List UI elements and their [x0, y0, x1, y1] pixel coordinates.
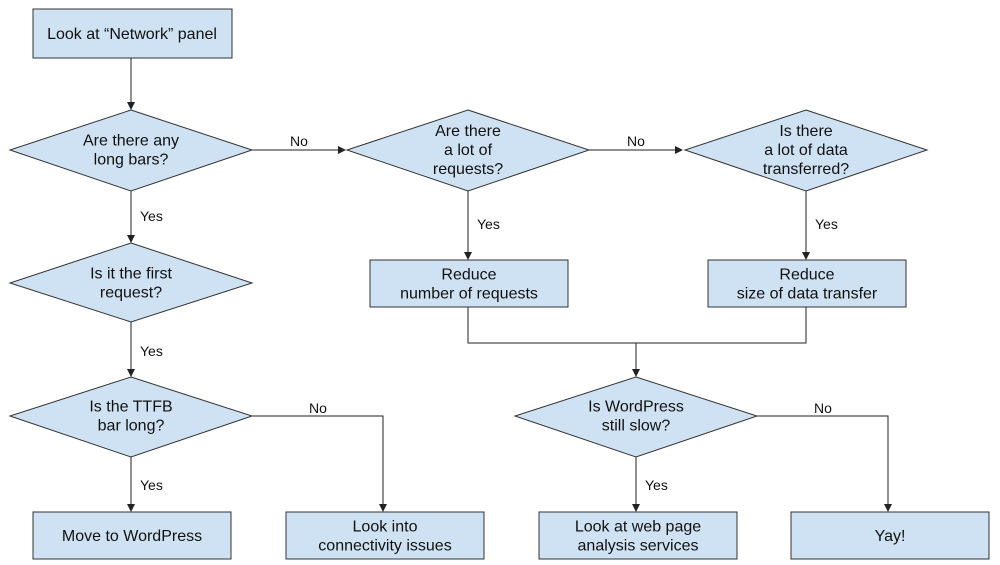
- node-label-line: Yay!: [875, 528, 906, 545]
- node-long-bars: Are there any long bars?: [8, 109, 254, 192]
- node-first-request: Is it the first request?: [8, 242, 254, 323]
- label-longbars-yes: Yes: [140, 208, 163, 224]
- node-label-line: Is WordPress: [588, 399, 684, 416]
- node-label-line: Is there: [779, 123, 832, 140]
- edges-group: [127, 58, 892, 512]
- nodes-group: Look at “Network” panel Reduce number of …: [8, 8, 990, 560]
- node-connectivity: Look into connectivity issues: [285, 511, 485, 560]
- label-data-yes: Yes: [815, 216, 838, 232]
- node-label-line: Is the TTFB: [89, 399, 172, 416]
- node-network-panel: Look at “Network” panel: [32, 8, 233, 59]
- node-label-line: analysis services: [578, 538, 699, 555]
- label-ttfb-no: No: [309, 400, 327, 416]
- node-label-line: request?: [100, 285, 162, 302]
- node-label-line: Move to WordPress: [62, 528, 202, 545]
- label-stillslow-yes: Yes: [645, 477, 668, 493]
- edge-labels-group: No Yes No Yes Yes Yes No Yes No Yes: [140, 133, 838, 493]
- node-analysis-services: Look at web page analysis services: [538, 511, 738, 560]
- node-reduce-requests: Reduce number of requests: [369, 259, 569, 308]
- node-label-line: bar long?: [98, 418, 165, 435]
- label-firstrequest-yes: Yes: [140, 343, 163, 359]
- svg-text:Yay!: Yay!: [875, 528, 906, 545]
- node-label-line: transferred?: [763, 161, 849, 178]
- node-label-line: still slow?: [602, 418, 671, 435]
- node-reduce-transfer: Reduce size of data transfer: [707, 259, 907, 308]
- node-label-line: Are there any: [83, 133, 179, 150]
- edge-stillslow-no: [757, 415, 892, 512]
- label-requests-yes: Yes: [477, 216, 500, 232]
- node-yay: Yay!: [790, 511, 990, 560]
- node-label-line: Look into: [353, 519, 418, 536]
- node-label-line: long bars?: [94, 152, 169, 169]
- node-label-line: Are there: [435, 123, 501, 140]
- edge-ttfb-no: [252, 415, 387, 512]
- svg-text:Look at “Network” panel: Look at “Network” panel: [47, 26, 217, 43]
- node-label-line: Look at web page: [575, 519, 701, 536]
- node-label-line: a lot of: [444, 142, 493, 159]
- svg-text:Move to WordPress: Move to WordPress: [62, 528, 202, 545]
- label-stillslow-no: No: [814, 400, 832, 416]
- node-move-wordpress: Move to WordPress: [32, 511, 232, 560]
- node-label-line: Is it the first: [90, 266, 172, 283]
- node-many-requests: Are there a lot of requests?: [345, 109, 591, 192]
- label-longbars-no: No: [290, 133, 308, 149]
- node-label-line: requests?: [433, 161, 503, 178]
- node-label-line: number of requests: [400, 286, 538, 303]
- node-label-line: Look at “Network” panel: [47, 26, 217, 43]
- label-requests-no: No: [627, 133, 645, 149]
- node-still-slow: Is WordPress still slow?: [513, 376, 759, 458]
- label-ttfb-yes: Yes: [140, 477, 163, 493]
- node-label-line: Reduce: [441, 267, 496, 284]
- node-data-transferred: Is there a lot of data transferred?: [683, 109, 929, 192]
- node-label-line: Reduce: [779, 267, 834, 284]
- node-label-line: size of data transfer: [737, 286, 878, 303]
- node-label-line: connectivity issues: [318, 538, 451, 555]
- edge-reduce-merge: [467, 307, 807, 344]
- node-label-line: a lot of data: [764, 142, 848, 159]
- node-ttfb-long: Is the TTFB bar long?: [8, 376, 254, 458]
